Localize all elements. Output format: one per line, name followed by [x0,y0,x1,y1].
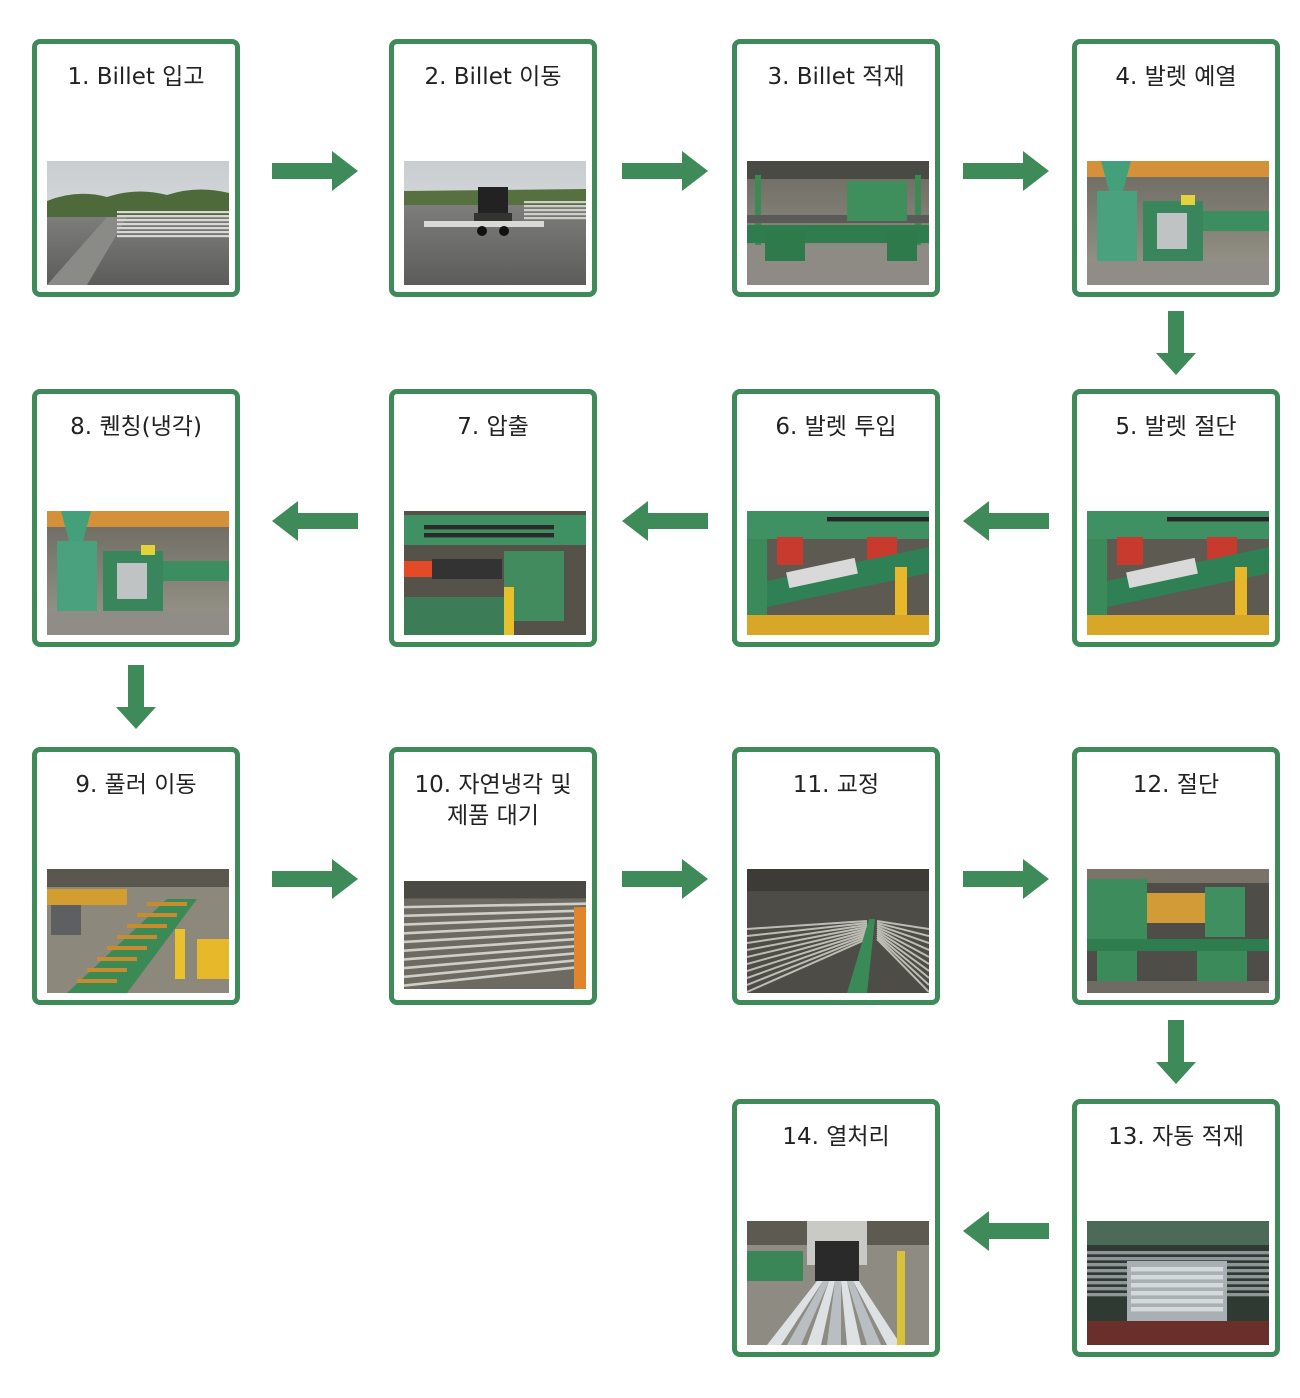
step-photo [747,161,929,285]
step-title: 13. 자동 적재 [1108,1124,1244,1150]
process-step-card: 5. 발렛 절단 [1072,389,1280,647]
step-photo [47,869,229,993]
step-photo [47,511,229,635]
step-title: 5. 발렛 절단 [1115,414,1237,440]
step-title: 12. 절단 [1132,772,1220,798]
arrow-down-icon [1156,1020,1196,1084]
step-photo [47,161,229,285]
arrow-left-icon [963,501,1049,541]
process-step-card: 10. 자연냉각 및 제품 대기 [389,747,597,1005]
step-photo [404,511,586,635]
process-step-card: 8. 퀜칭(냉각) [32,389,240,647]
process-step-card: 3. Billet 적재 [732,39,940,297]
arrow-left-icon [622,501,708,541]
arrow-left-icon [963,1211,1049,1251]
arrow-right-icon [963,859,1049,899]
step-title: 2. Billet 이동 [424,64,562,90]
process-step-card: 2. Billet 이동 [389,39,597,297]
arrow-right-icon [272,859,358,899]
arrow-right-icon [622,859,708,899]
process-step-card: 1. Billet 입고 [32,39,240,297]
step-photo [747,511,929,635]
step-title: 6. 발렛 투입 [775,414,897,440]
arrow-down-icon [1156,311,1196,375]
step-title: 1. Billet 입고 [67,64,205,90]
arrow-left-icon [272,501,358,541]
step-photo [1087,511,1269,635]
step-title: 4. 발렛 예열 [1115,64,1237,90]
arrow-right-icon [622,151,708,191]
step-photo [1087,161,1269,285]
step-title: 10. 자연냉각 및 제품 대기 [414,772,572,829]
process-step-card: 13. 자동 적재 [1072,1099,1280,1357]
arrow-right-icon [963,151,1049,191]
process-step-card: 11. 교정 [732,747,940,1005]
step-title: 9. 풀러 이동 [75,772,197,798]
step-photo [1087,869,1269,993]
step-photo [747,869,929,993]
arrow-right-icon [272,151,358,191]
process-step-card: 7. 압출 [389,389,597,647]
step-title: 7. 압출 [457,414,529,440]
step-title: 11. 교정 [792,772,880,798]
step-title: 14. 열처리 [782,1124,890,1150]
step-photo [404,161,586,285]
process-step-card: 4. 발렛 예열 [1072,39,1280,297]
process-step-card: 12. 절단 [1072,747,1280,1005]
process-step-card: 14. 열처리 [732,1099,940,1357]
step-photo [404,881,586,989]
step-photo [747,1221,929,1345]
process-step-card: 9. 풀러 이동 [32,747,240,1005]
step-photo [1087,1221,1269,1345]
step-title: 3. Billet 적재 [767,64,905,90]
process-step-card: 6. 발렛 투입 [732,389,940,647]
arrow-down-icon [116,665,156,729]
step-title: 8. 퀜칭(냉각) [70,414,202,440]
